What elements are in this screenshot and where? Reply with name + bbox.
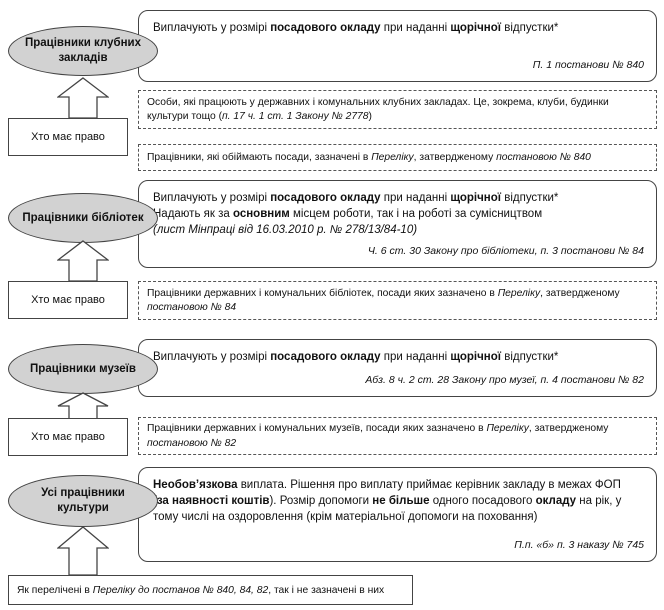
category-clubs: Працівники клубних закладів: [8, 26, 158, 76]
payment-box-all-culture: Необов’язкова виплата. Рішення про випла…: [138, 467, 657, 562]
eligibility-museums: Працівники державних і комунальних музеї…: [138, 417, 657, 455]
payment-box-clubs: Виплачують у розмірі посадового окладу п…: [138, 10, 657, 82]
arrow-up-icon: [57, 392, 109, 420]
category-all-culture: Усі працівники культури: [8, 475, 158, 527]
payment-box-libraries: Виплачують у розмірі посадового окладу п…: [138, 180, 657, 268]
eligibility-clubs-1: Особи, які працюють у державних і комуна…: [138, 90, 657, 129]
payment-text: Необов’язкова виплата. Рішення про випла…: [153, 479, 622, 523]
payment-text: Виплачують у розмірі посадового окладу п…: [153, 22, 559, 34]
arrow-up-icon: [57, 240, 109, 282]
arrow-up-icon: [57, 77, 109, 119]
category-libraries: Працівники бібліотек: [8, 193, 158, 243]
legal-reference: П.п. «б» п. 3 наказу № 745: [514, 539, 644, 551]
eligibility-clubs-2: Працівники, які обіймають посади, зазнач…: [138, 144, 657, 171]
payment-text: Виплачують у розмірі посадового окладу п…: [153, 192, 559, 236]
legal-reference: Абз. 8 ч. 2 ст. 28 Закону про музеї, п. …: [365, 374, 644, 386]
arrow-up-icon: [57, 526, 109, 576]
who-eligible-museums: Хто має право: [8, 418, 128, 456]
category-museums: Працівники музеїв: [8, 344, 158, 394]
legal-reference: Ч. 6 ст. 30 Закону про бібліотеки, п. 3 …: [367, 245, 644, 257]
eligibility-libraries: Працівники державних і комунальних біблі…: [138, 281, 657, 320]
legal-reference: П. 1 постанови № 840: [532, 59, 644, 71]
who-eligible-libraries: Хто має право: [8, 281, 128, 319]
eligibility-all-culture: Як перелічені в Переліку до постанов № 8…: [8, 575, 413, 605]
payment-box-museums: Виплачують у розмірі посадового окладу п…: [138, 339, 657, 397]
payment-text: Виплачують у розмірі посадового окладу п…: [153, 351, 559, 363]
who-eligible-clubs: Хто має право: [8, 118, 128, 156]
